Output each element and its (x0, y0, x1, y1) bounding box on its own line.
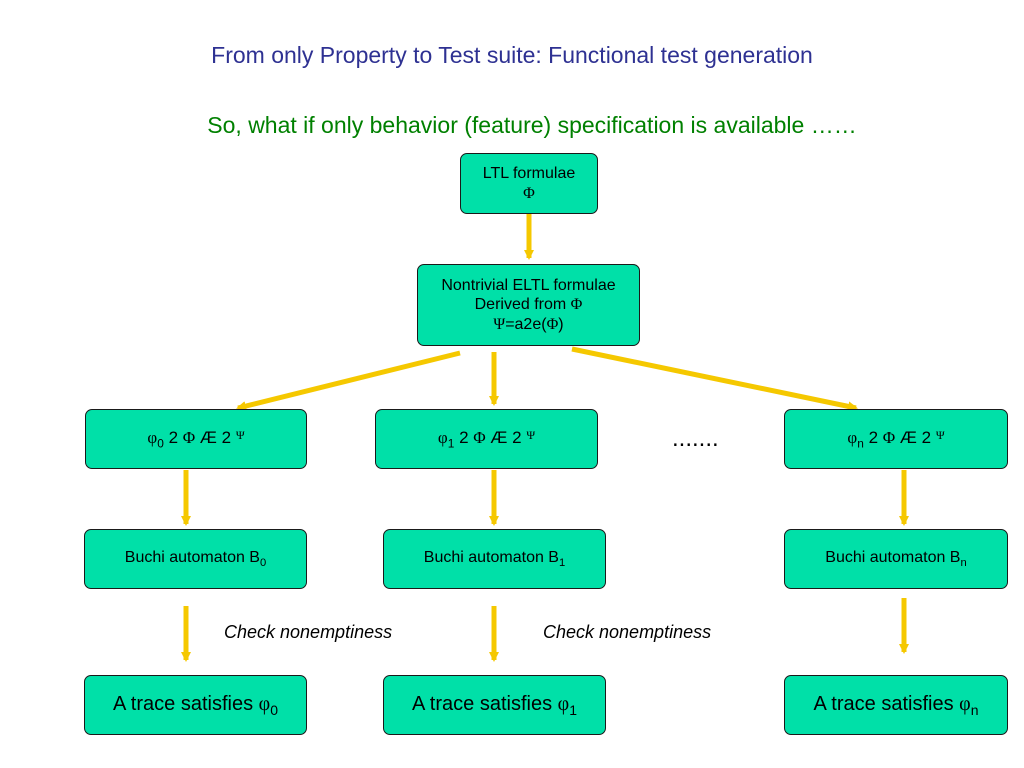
buchi-text: Buchi automaton B (825, 548, 961, 566)
buchi1-label: Buchi automaton B1 (424, 548, 565, 571)
eltl-derived-line: Derived from Φ (441, 295, 615, 314)
buchi-text: Buchi automaton B (423, 548, 559, 566)
phi-lower-symbol: φ (437, 427, 448, 447)
check-nonemptiness-note-1: Check nonemptiness (543, 622, 712, 642)
buchin-label: Buchi automaton Bn (825, 548, 966, 571)
a2e-text: =a2e( (505, 315, 547, 333)
formula-text: Æ 2 (195, 427, 236, 447)
trace-text: A trace satisfies (412, 692, 558, 715)
subscript: 1 (447, 436, 455, 451)
eltl-label: Nontrivial ELTL formulae (441, 277, 616, 295)
formula-text: 2 (163, 427, 183, 447)
buchi0-box: Buchi automaton B0 (84, 529, 307, 589)
subscript: n (857, 436, 864, 451)
buchin-box: Buchi automaton Bn (784, 529, 1008, 589)
eltl-psi-line: Ψ=a2e(Φ) (441, 315, 615, 334)
ltl-formulae-box: LTL formulae Φ (460, 153, 598, 214)
slide-subtitle: So, what if only behavior (feature) spec… (207, 112, 857, 138)
formula-text: Æ 2 (485, 427, 527, 447)
phi-symbol: Φ (570, 296, 583, 314)
formula-text: 2 (454, 427, 474, 447)
phi-symbol: Φ (882, 427, 896, 447)
phi-lower-symbol: φ (147, 427, 158, 447)
arrow-eltl-to-phi0 (236, 350, 461, 411)
phi1-formula: φ1 2 Φ Æ 2 Ψ (438, 428, 535, 451)
phi-symbol: Φ (546, 315, 559, 333)
check-nonemptiness-note-0: Check nonemptiness (224, 622, 393, 642)
trace0-label: A trace satisfies φ0 (113, 692, 278, 719)
psi-symbol: Ψ (235, 427, 245, 442)
formula-text: Æ 2 (895, 427, 936, 447)
ltl-label: LTL formulae (482, 165, 576, 183)
phin-formula: φn 2 Φ Æ 2 Ψ (847, 428, 944, 451)
subscript: n (960, 556, 967, 569)
close-paren: ) (558, 315, 564, 333)
subscript: 1 (569, 701, 577, 718)
trace0-box: A trace satisfies φ0 (84, 675, 307, 735)
phi-lower-symbol: φ (258, 692, 271, 715)
psi-symbol: Ψ (526, 427, 536, 442)
phi-lower-symbol: φ (959, 692, 971, 715)
phi-symbol: Φ (523, 184, 535, 202)
trace1-box: A trace satisfies φ1 (383, 675, 606, 735)
phi1-box: φ1 2 Φ Æ 2 Ψ (375, 409, 598, 469)
phi0-box: φ0 2 Φ Æ 2 Ψ (85, 409, 307, 469)
derived-from-text: Derived from (474, 296, 571, 314)
phi0-formula: φ0 2 Φ Æ 2 Ψ (147, 428, 244, 451)
tracen-label: A trace satisfies φn (814, 692, 979, 719)
phi-lower-symbol: φ (847, 427, 858, 447)
slide-title: From only Property to Test suite: Functi… (211, 42, 813, 68)
phin-box: φn 2 Φ Æ 2 Ψ (784, 409, 1008, 469)
psi-symbol: Ψ (493, 315, 506, 333)
buchi1-box: Buchi automaton B1 (383, 529, 606, 589)
trace1-label: A trace satisfies φ1 (412, 692, 577, 719)
tracen-box: A trace satisfies φn (784, 675, 1008, 735)
phi-symbol: Φ (182, 427, 196, 447)
subscript: 0 (259, 556, 267, 569)
subscript: 0 (270, 701, 278, 718)
formula-text: 2 (863, 427, 883, 447)
subscript: 1 (558, 556, 566, 569)
trace-text: A trace satisfies (813, 692, 960, 715)
arrow-eltl-to-phin (571, 346, 858, 412)
eltl-formulae-box: Nontrivial ELTL formulae Derived from Φ … (417, 264, 640, 346)
buchi0-label: Buchi automaton B0 (125, 548, 266, 571)
subscript: 0 (157, 436, 164, 451)
psi-symbol: Ψ (935, 427, 945, 442)
trace-text: A trace satisfies (113, 692, 259, 715)
buchi-text: Buchi automaton B (124, 548, 260, 566)
phi-lower-symbol: φ (557, 692, 570, 715)
subscript: n (970, 701, 979, 718)
phi-symbol: Φ (473, 427, 486, 447)
ellipsis: ....... (672, 425, 719, 452)
